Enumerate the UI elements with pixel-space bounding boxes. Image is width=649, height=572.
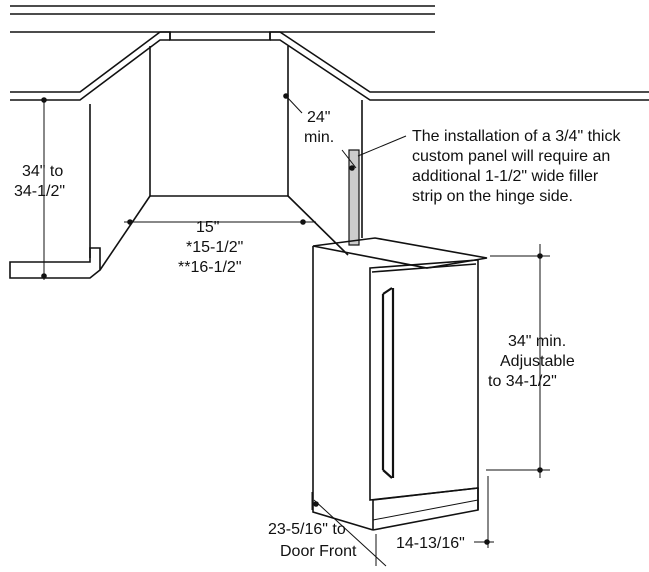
door-depth-label-1: 23-5/16" to <box>268 521 346 538</box>
note-line-4: strip on the hinge side. <box>412 188 573 205</box>
width-label-1: 15" <box>196 219 219 236</box>
ice-maker-unit <box>312 237 488 531</box>
width-dimension <box>124 219 316 225</box>
note-line-1: The installation of a 3/4" thick <box>412 128 621 145</box>
counter-height-label-2: 34-1/2" <box>14 183 65 200</box>
depth-label-1: 24" <box>307 109 330 126</box>
unit-height-label-2: Adjustable <box>500 353 575 370</box>
door-depth-dimension <box>311 492 387 567</box>
cabinet-opening <box>9 46 363 279</box>
width-label-2: *15-1/2" <box>186 239 243 256</box>
counter-height-label-1: 34" to <box>22 163 63 180</box>
note-leader <box>357 135 407 157</box>
unit-width-label: 14-13/16" <box>396 535 465 552</box>
width-label-3: **16-1/2" <box>178 259 242 276</box>
filler-strip <box>348 149 360 246</box>
countertop <box>10 5 649 101</box>
depth-dimension <box>283 93 357 171</box>
depth-label-2: min. <box>304 129 334 146</box>
unit-height-label-1: 34" min. <box>508 333 566 350</box>
note-line-3: additional 1-1/2" wide filler <box>412 168 599 185</box>
unit-height-label-3: to 34-1/2" <box>488 373 557 390</box>
counter-height-dimension <box>41 97 47 280</box>
unit-height-dimension <box>486 244 550 478</box>
note-line-2: custom panel will require an <box>412 148 610 165</box>
door-depth-label-2: Door Front <box>280 543 357 560</box>
unit-width-dimension <box>375 476 494 566</box>
